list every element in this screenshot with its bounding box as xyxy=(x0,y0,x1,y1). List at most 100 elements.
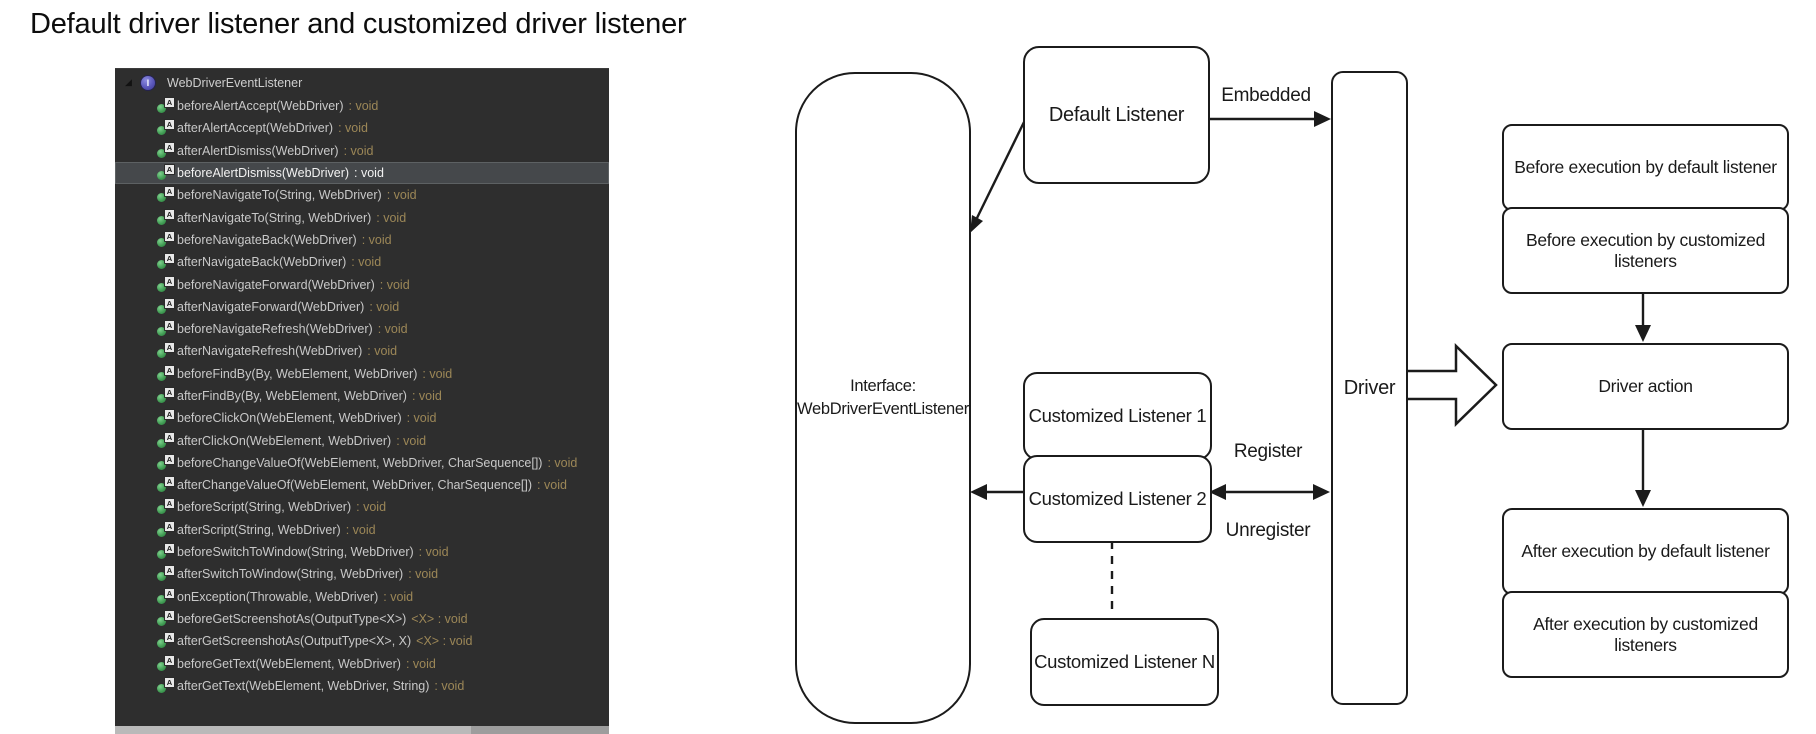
public-method-dot-icon xyxy=(157,460,166,470)
method-return-type: : void xyxy=(361,232,392,247)
method-return-type: : void xyxy=(343,143,374,158)
abstract-method-icon: A xyxy=(157,141,177,159)
method-return-type: : void xyxy=(338,121,368,136)
method-return-type: : void xyxy=(405,656,436,671)
abstract-badge-icon: A xyxy=(164,453,175,465)
outline-root-label: WebDriverEventListener xyxy=(167,76,303,90)
method-signature: beforeNavigateTo(String, WebDriver) xyxy=(177,188,382,203)
default-listener-label: Default Listener xyxy=(1048,103,1185,126)
method-signature: afterGetScreenshotAs(OutputType<X>, X) xyxy=(177,634,412,649)
abstract-method-icon: A xyxy=(157,431,177,449)
horizontal-scrollbar[interactable] xyxy=(115,726,609,734)
method-signature: beforeNavigateForward(WebDriver) xyxy=(177,277,375,292)
customized-listener-1-box[interactable]: Customized Listener 1 xyxy=(1023,372,1212,460)
method-signature: afterAlertAccept(WebDriver) xyxy=(177,121,334,136)
method-return-type: : void xyxy=(408,567,439,582)
abstract-method-icon: A xyxy=(157,609,177,627)
customized-listener-2-box[interactable]: Customized Listener 2 xyxy=(1023,455,1212,543)
abstract-method-icon: A xyxy=(157,632,177,649)
before-execution-default-box[interactable]: Before execution by default listener xyxy=(1502,124,1789,211)
abstract-badge-icon: A xyxy=(164,520,175,532)
method-signature: afterClickOn(WebElement, WebDriver) xyxy=(177,433,392,448)
method-return-type: : void xyxy=(377,322,408,337)
abstract-method-icon: A xyxy=(157,587,177,605)
customized-listener-n-box[interactable]: Customized Listener N xyxy=(1030,618,1219,706)
public-method-dot-icon xyxy=(157,438,166,448)
abstract-badge-icon: A xyxy=(164,632,175,644)
abstract-method-icon: A xyxy=(157,275,177,293)
method-signature: afterNavigateForward(WebDriver) xyxy=(177,299,365,314)
abstract-badge-icon: A xyxy=(164,253,175,265)
public-method-dot-icon xyxy=(157,371,166,381)
outline-root-row[interactable]: ◢ I WebDriverEventListener xyxy=(115,71,609,95)
method-signature: beforeGetText(WebElement, WebDriver) xyxy=(177,656,401,671)
driver-action-box[interactable]: Driver action xyxy=(1502,343,1789,430)
method-return-type: : void xyxy=(422,366,453,381)
public-method-dot-icon xyxy=(157,104,166,114)
public-method-dot-icon xyxy=(157,572,166,582)
abstract-method-icon: A xyxy=(157,97,177,114)
method-signature: beforeGetScreenshotAs(OutputType<X>) xyxy=(177,611,407,626)
method-return-type: : void xyxy=(434,678,465,693)
method-return-type: : void xyxy=(537,478,567,493)
public-method-dot-icon xyxy=(157,237,166,247)
driver-label: Driver xyxy=(1343,376,1396,399)
method-return-type: : void xyxy=(383,589,414,604)
embedded-arrow-label: Embedded xyxy=(1221,85,1311,106)
abstract-badge-icon: A xyxy=(164,119,175,131)
scrollbar-thumb[interactable] xyxy=(115,726,471,734)
method-return-type: : void xyxy=(386,188,417,203)
tree-expand-icon[interactable]: ◢ xyxy=(125,76,132,87)
method-return-type: : void xyxy=(356,500,387,515)
abstract-badge-icon: A xyxy=(164,97,175,109)
abstract-badge-icon: A xyxy=(164,275,175,287)
method-return-type: : void xyxy=(396,433,427,448)
interface-webdrivereventlistener-box[interactable]: Interface: WebDriverEventListener xyxy=(795,72,971,724)
after-execution-customized-box[interactable]: After execution by customized listeners xyxy=(1502,591,1789,678)
abstract-method-icon: A xyxy=(157,119,177,136)
after-execution-default-box[interactable]: After execution by default listener xyxy=(1502,508,1789,595)
method-signature: afterNavigateRefresh(WebDriver) xyxy=(177,344,363,359)
method-return-type: : void xyxy=(369,299,400,314)
method-signature: afterFindBy(By, WebElement, WebDriver) xyxy=(177,389,407,403)
method-return-type: : void xyxy=(367,344,398,359)
before-execution-customized-box[interactable]: Before execution by customized listeners xyxy=(1502,207,1789,294)
method-return-type: <X> : void xyxy=(416,634,473,649)
public-method-dot-icon xyxy=(157,483,166,493)
default-listener-box[interactable]: Default Listener xyxy=(1023,46,1210,184)
interface-box-line1: Interface: xyxy=(850,376,916,395)
public-method-dot-icon xyxy=(157,282,166,292)
abstract-method-icon: A xyxy=(157,543,177,560)
driver-box[interactable]: Driver xyxy=(1331,71,1408,705)
abstract-method-icon: A xyxy=(157,520,177,538)
before-execution-customized-label: Before execution by customized listeners xyxy=(1525,229,1766,271)
